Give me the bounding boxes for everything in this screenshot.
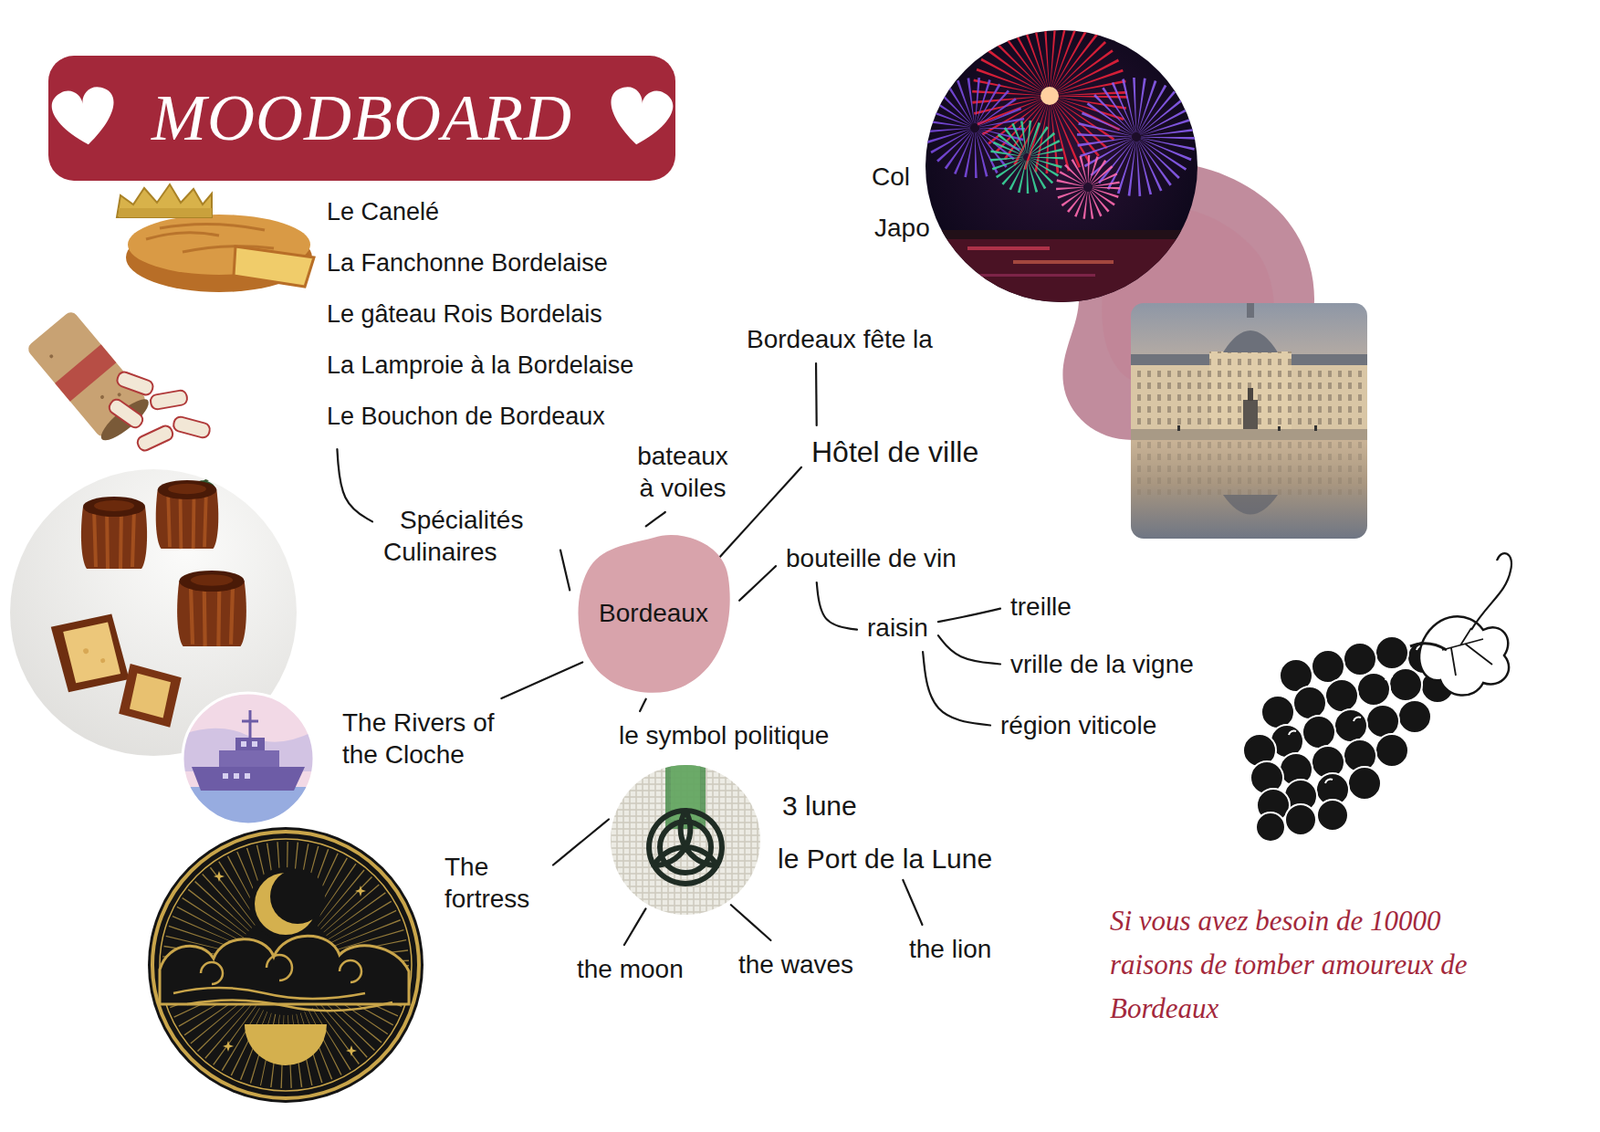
mindmap-term: raisin — [861, 607, 934, 648]
connector-line — [639, 699, 647, 712]
mindmap-term: The fortress — [439, 847, 549, 919]
term-text: région viticole — [1000, 709, 1157, 742]
term-text: 3 lune — [782, 788, 1077, 824]
term-text: Le gâteau Rois Bordelais — [326, 288, 634, 340]
term-text: bouteille de vin — [785, 542, 957, 575]
connector-line — [816, 582, 858, 630]
note-label: Col — [871, 160, 910, 193]
term-text: The Rivers of the Cloche — [342, 706, 519, 771]
title: MOODBOARD — [151, 80, 573, 157]
fireworks-picture — [923, 28, 1200, 305]
term-text: The fortress — [444, 850, 544, 915]
place-de-la-bourse-photo — [1130, 301, 1368, 539]
mindmap-term: Hôtel de ville — [805, 429, 984, 474]
term-text: the lion — [909, 932, 992, 965]
mindmap-term: treille — [1004, 586, 1078, 627]
boat-icon — [180, 690, 316, 828]
mindmap-term: le symbol politique — [613, 715, 835, 755]
term-text: La Lamproie à la Bordelaise — [326, 339, 634, 391]
connector-line — [938, 635, 1001, 664]
mosaic-symbol — [610, 764, 761, 915]
mindmap-term: the moon — [571, 949, 690, 989]
mindmap-term: bateaux à voiles — [624, 436, 742, 508]
connector-line — [731, 904, 772, 941]
connector-line — [553, 818, 609, 865]
term-text: le Port de la Lune — [777, 841, 1077, 877]
note-label: Japo — [874, 211, 931, 244]
term-text: bateaux à voiles — [629, 439, 736, 504]
mindmap-term: bouteille de vin — [780, 538, 963, 578]
connector-line — [624, 908, 647, 945]
galette-picture — [116, 184, 314, 293]
term-text: Bordeaux — [598, 596, 709, 629]
connector-line — [646, 512, 666, 526]
grape-drawing — [1243, 553, 1512, 842]
connector-line — [938, 608, 1001, 622]
term-text: vrille de la vigne — [1010, 648, 1194, 680]
term-text: Hôtel de ville — [811, 433, 979, 471]
bouchon-picture — [25, 309, 211, 453]
mindmap-term: vrille de la vigne — [1004, 644, 1200, 684]
term-text: the moon — [576, 952, 684, 985]
connector-line — [501, 661, 583, 699]
term-text: La Fanchonne Bordelaise — [326, 237, 634, 289]
connector-line — [739, 565, 776, 601]
symbol-circle: 3 lune le Port de la Lune — [610, 764, 1077, 919]
term-text: Le Canelé — [326, 186, 634, 238]
mindmap-term: the waves — [732, 944, 859, 984]
mindmap-term: Le CaneléLa Fanchonne BordelaiseLe gâtea… — [321, 182, 639, 446]
connector-line — [922, 651, 991, 726]
term-text: the waves — [738, 948, 854, 981]
connector-line — [560, 550, 570, 591]
center-blob: Bordeaux — [571, 530, 736, 695]
connector-line — [815, 363, 818, 426]
connector-line — [336, 449, 373, 522]
mindmap-term: the lion — [903, 929, 997, 969]
connector-line — [902, 879, 922, 925]
mindmap-term: The Rivers of the Cloche — [336, 702, 524, 774]
term-text: raisin — [867, 611, 929, 644]
title-banner: MOODBOARD — [48, 55, 676, 181]
mindmap-term: Bordeaux fête la — [741, 319, 939, 359]
tagline: Si vous avez besoin de 10000 raisons de … — [1109, 899, 1530, 1031]
connector-line — [720, 467, 802, 557]
moon-medallion — [147, 826, 424, 1103]
term-text: Bordeaux fête la — [746, 323, 933, 356]
term-text: Spécialités Culinaires — [383, 503, 551, 568]
mindmap-term: Spécialités Culinaires — [377, 500, 556, 572]
term-text: treille — [1010, 590, 1072, 623]
mindmap-term: région viticole — [994, 705, 1162, 745]
term-text: Le Bouchon de Bordeaux — [326, 390, 634, 442]
term-text: le symbol politique — [618, 719, 829, 752]
